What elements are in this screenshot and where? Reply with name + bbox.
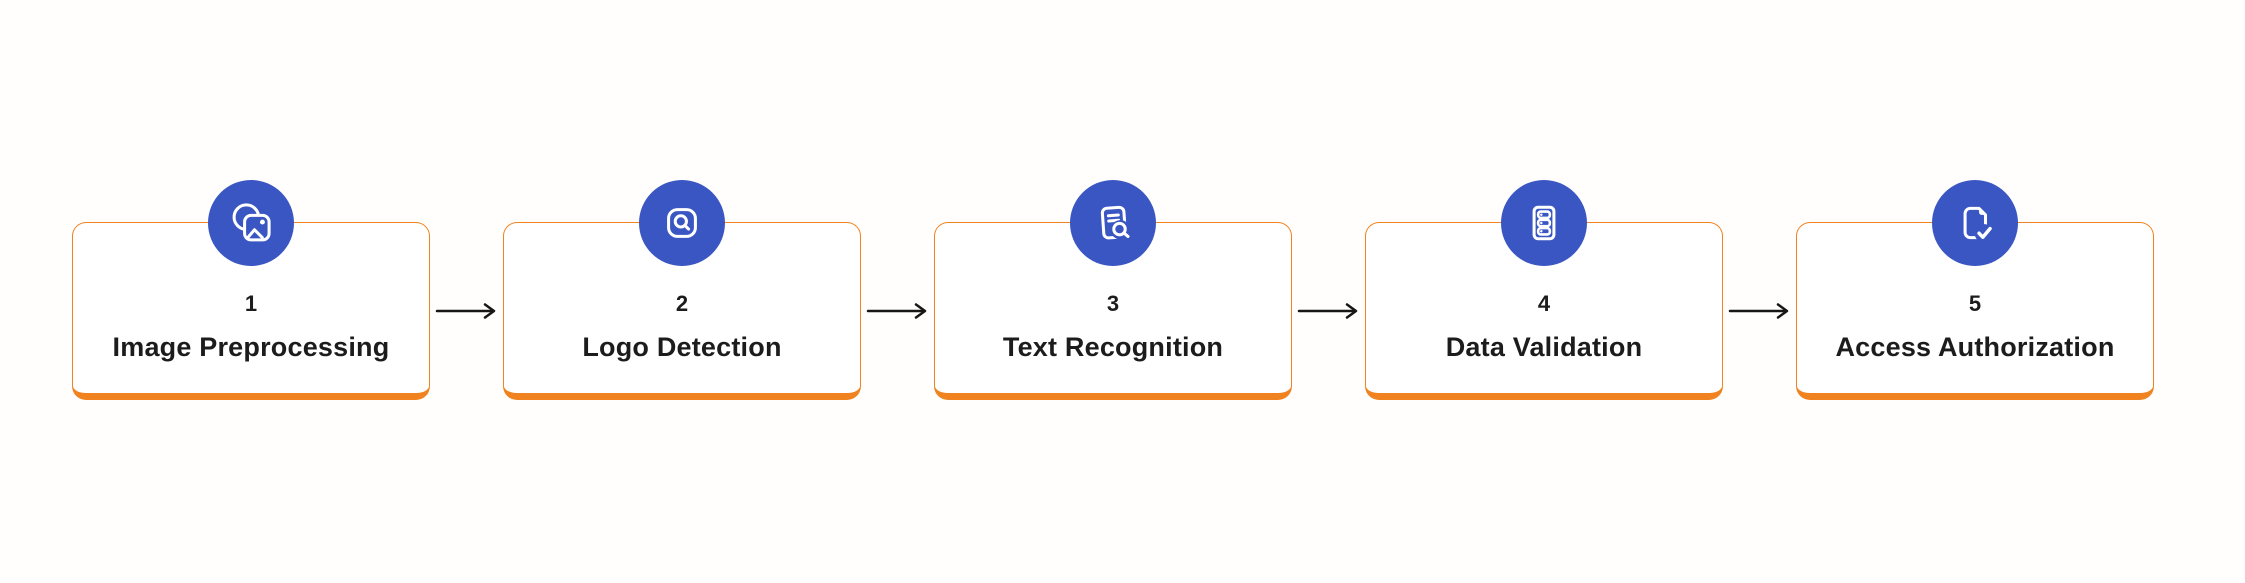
step-icon-badge [1501,180,1587,266]
step-icon-badge [1932,180,2018,266]
step-card-text-recognition: 3 Text Recognition [934,180,1292,400]
step-card-logo-detection: 2 Logo Detection [503,180,861,400]
step-number: 2 [675,290,689,316]
flow-arrow [1292,301,1365,321]
flow-row: 1 Image Preprocessing 2 Logo Detection [72,180,2154,400]
flow-arrow [1723,301,1796,321]
right-arrow-icon [1297,303,1357,319]
flow-arrow [861,301,934,321]
step-label: Data Validation [1445,331,1643,362]
image-icon [232,203,271,242]
flow-arrow [430,301,503,321]
step-number: 3 [1106,290,1120,316]
step-number: 1 [244,290,258,316]
step-card-image-preprocessing: 1 Image Preprocessing [72,180,430,400]
step-card-data-validation: 4 Data Validation [1365,180,1723,400]
logo-search-icon [667,208,697,238]
document-check-icon [1963,206,1994,243]
document-search-icon [1100,205,1130,240]
database-server-icon [1532,205,1556,241]
step-number: 4 [1537,290,1551,316]
right-arrow-icon [1728,303,1788,319]
step-label: Image Preprocessing [112,331,390,362]
step-icon-badge [639,180,725,266]
step-number: 5 [1968,290,1982,316]
step-label: Text Recognition [1002,331,1224,362]
right-arrow-icon [866,303,926,319]
right-arrow-icon [435,303,495,319]
step-icon-badge [1070,180,1156,266]
step-label: Access Authorization [1835,331,2115,362]
step-card-access-authorization: 5 Access Authorization [1796,180,2154,400]
step-icon-badge [208,180,294,266]
step-label: Logo Detection [582,331,782,362]
